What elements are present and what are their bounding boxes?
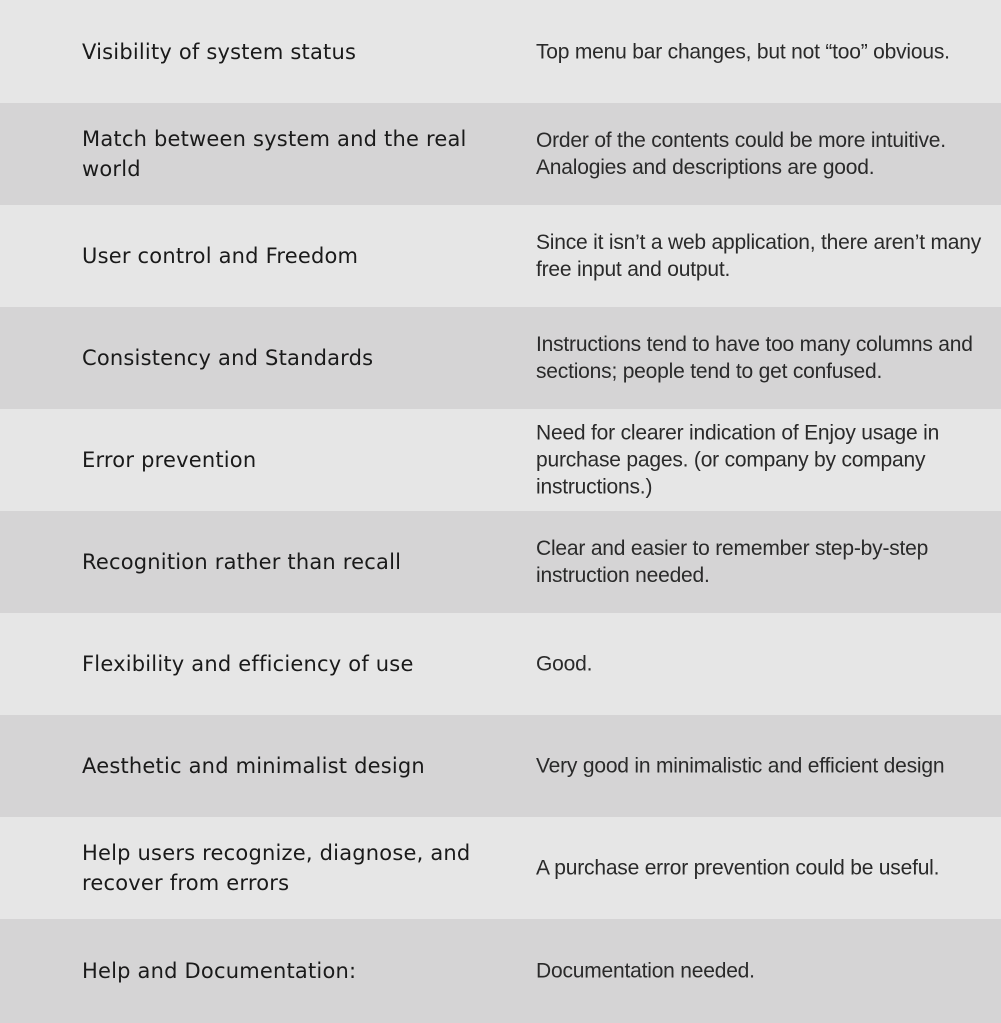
table-row: Recognition rather than recall Clear and… <box>0 511 1001 613</box>
heuristic-label: Aesthetic and minimalist design <box>82 754 425 778</box>
evaluation-comment: Instructions tend to have too many colum… <box>536 333 973 383</box>
table-row: Match between system and the real world … <box>0 103 1001 205</box>
evaluation-comment: A purchase error prevention could be use… <box>536 856 940 880</box>
table-row: Visibility of system status Top menu bar… <box>0 0 1001 103</box>
heuristic-label: Help users recognize, diagnose, and reco… <box>82 841 471 895</box>
evaluation-comment: Clear and easier to remember step-by-ste… <box>536 537 929 587</box>
evaluation-comment: Need for clearer indication of Enjoy usa… <box>536 421 940 499</box>
table-row: User control and Freedom Since it isn’t … <box>0 205 1001 307</box>
heuristic-label: Consistency and Standards <box>82 346 374 370</box>
heuristic-label: User control and Freedom <box>82 244 359 268</box>
heuristic-label: Recognition rather than recall <box>82 550 402 574</box>
evaluation-comment: Documentation needed. <box>536 959 755 983</box>
table-row: Aesthetic and minimalist design Very goo… <box>0 715 1001 817</box>
evaluation-comment: Good. <box>536 652 593 676</box>
table-row: Error prevention Need for clearer indica… <box>0 409 1001 511</box>
heuristic-label: Visibility of system status <box>82 39 357 64</box>
table-row: Consistency and Standards Instructions t… <box>0 307 1001 409</box>
evaluation-comment: Top menu bar changes, but not “too” obvi… <box>536 40 950 63</box>
heuristic-label: Flexibility and efficiency of use <box>82 652 414 676</box>
table-row: Help users recognize, diagnose, and reco… <box>0 817 1001 919</box>
evaluation-comment: Very good in minimalistic and efficient … <box>536 754 945 778</box>
evaluation-comment: Order of the contents could be more intu… <box>536 129 946 179</box>
table-row: Flexibility and efficiency of use Good. <box>0 613 1001 715</box>
heuristic-label: Match between system and the real world <box>82 127 467 181</box>
heuristic-label: Error prevention <box>82 448 257 472</box>
table-row: Help and Documentation: Documentation ne… <box>0 919 1001 1023</box>
evaluation-comment: Since it isn’t a web application, there … <box>536 231 982 281</box>
heuristic-label: Help and Documentation: <box>82 959 357 983</box>
